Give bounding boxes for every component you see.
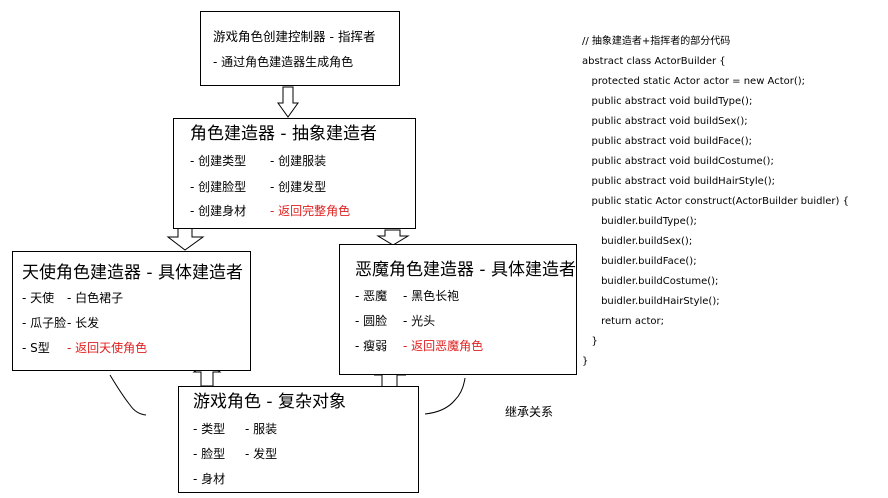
code-line: buidler.buildCostume(); bbox=[582, 276, 719, 287]
director-title: 游戏角色创建控制器 - 指挥者 bbox=[213, 29, 376, 44]
code-line: // 抽象建造者+指挥者的部分代码 bbox=[582, 36, 731, 47]
code-line: buidler.buildSex(); bbox=[582, 236, 693, 247]
product-item: - 身材 bbox=[193, 472, 226, 486]
devil-builder-item: - 黑色长袍 bbox=[403, 289, 460, 303]
product-item: - 服装 bbox=[245, 422, 278, 436]
abstract-builder-title: 角色建造器 - 抽象建造者 bbox=[190, 124, 377, 144]
code-snippet: // 抽象建造者+指挥者的部分代码 abstract class ActorBui… bbox=[582, 12, 849, 392]
code-line: buidler.buildHairStyle(); bbox=[582, 296, 720, 307]
angel-builder-return: - 返回天使角色 bbox=[67, 341, 148, 355]
inheritance-curve-right bbox=[424, 377, 466, 415]
code-line: public abstract void buildFace(); bbox=[582, 136, 752, 147]
abstract-builder-item: - 创建脸型 bbox=[190, 180, 247, 194]
code-line: } bbox=[582, 336, 598, 347]
abstract-builder-box bbox=[173, 118, 416, 229]
devil-builder-item: - 恶魔 bbox=[355, 289, 388, 303]
angel-builder-item: - 长发 bbox=[67, 316, 100, 330]
code-line: public abstract void buildHairStyle(); bbox=[582, 176, 776, 187]
code-line: buidler.buildFace(); bbox=[582, 256, 697, 267]
angel-builder-title: 天使角色建造器 - 具体建造者 bbox=[22, 263, 243, 283]
code-line: buidler.buildType(); bbox=[582, 216, 697, 227]
code-line: } bbox=[582, 356, 589, 367]
abstract-builder-return: - 返回完整角色 bbox=[270, 204, 351, 218]
arrow-down-director-to-builder bbox=[277, 86, 299, 118]
code-line: return actor; bbox=[582, 316, 664, 327]
product-item: - 发型 bbox=[245, 447, 278, 461]
inheritance-curve-left bbox=[109, 374, 147, 416]
devil-builder-box bbox=[339, 244, 577, 375]
code-line: protected static Actor actor = new Actor… bbox=[582, 76, 806, 87]
arrow-down-builder-to-devil bbox=[376, 229, 410, 246]
angel-builder-box bbox=[12, 251, 251, 371]
angel-builder-item: - 白色裙子 bbox=[67, 291, 124, 305]
abstract-builder-item: - 创建身材 bbox=[190, 204, 247, 218]
code-line: public abstract void buildCostume(); bbox=[582, 156, 774, 167]
angel-builder-item: - 瓜子脸 bbox=[22, 316, 67, 330]
angel-builder-item: - 天使 bbox=[22, 291, 55, 305]
abstract-builder-item: - 创建发型 bbox=[270, 180, 327, 194]
devil-builder-item: - 圆脸 bbox=[355, 314, 388, 328]
product-item: - 类型 bbox=[193, 422, 226, 436]
product-box bbox=[178, 386, 419, 493]
director-line: - 通过角色建造器生成角色 bbox=[213, 55, 354, 69]
code-line: abstract class ActorBuilder { bbox=[582, 56, 726, 67]
devil-builder-item: - 瘦弱 bbox=[355, 339, 388, 353]
code-line: public static Actor construct(ActorBuild… bbox=[582, 196, 849, 207]
devil-builder-return: - 返回恶魔角色 bbox=[403, 339, 484, 353]
devil-builder-title: 恶魔角色建造器 - 具体建造者 bbox=[355, 260, 576, 280]
product-item: - 脸型 bbox=[193, 447, 226, 461]
director-box bbox=[200, 11, 400, 86]
code-line: public abstract void buildType(); bbox=[582, 96, 753, 107]
inheritance-label: 继承关系 bbox=[505, 405, 554, 419]
abstract-builder-item: - 创建类型 bbox=[190, 154, 247, 168]
code-line: public abstract void buildSex(); bbox=[582, 116, 748, 127]
product-title: 游戏角色 - 复杂对象 bbox=[193, 392, 346, 412]
devil-builder-item: - 光头 bbox=[403, 314, 436, 328]
abstract-builder-item: - 创建服装 bbox=[270, 154, 327, 168]
arrow-down-builder-to-angel bbox=[166, 227, 205, 251]
angel-builder-item: - S型 bbox=[22, 341, 50, 355]
